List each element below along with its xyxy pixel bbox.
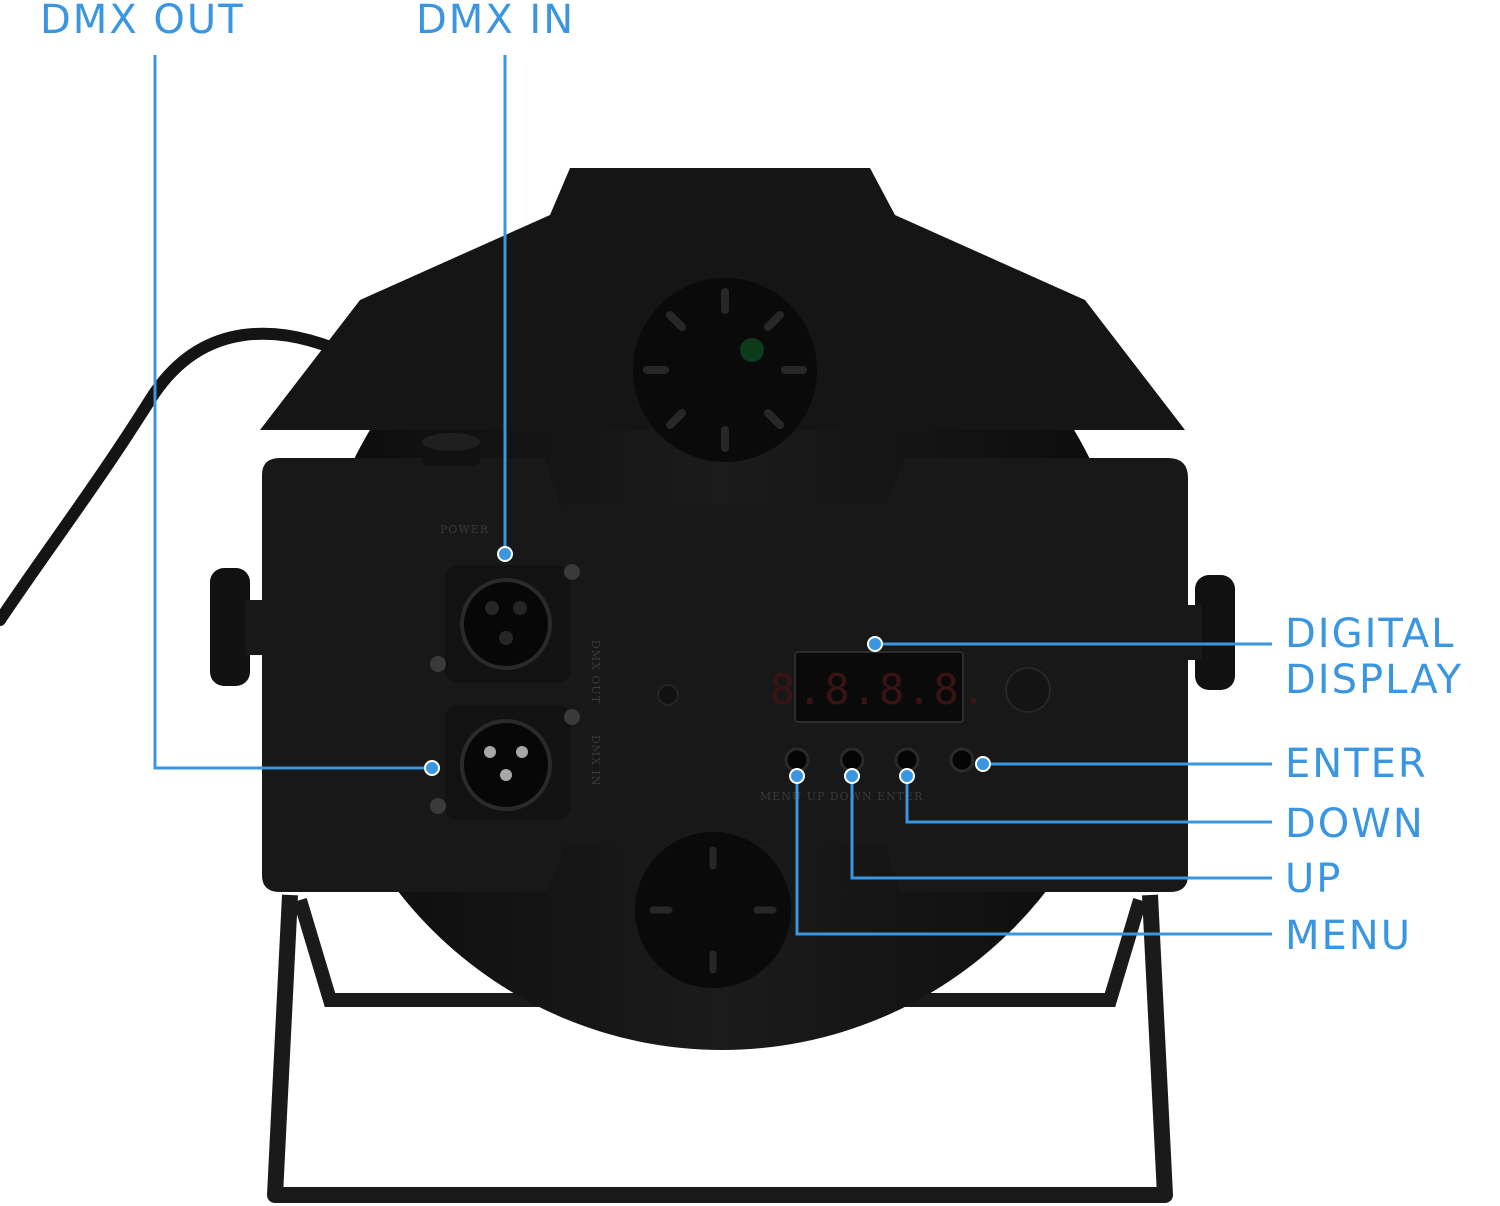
label-menu: MENU [1285, 913, 1412, 959]
enter-dot [975, 756, 991, 772]
label-dmx-out: DMX OUT [40, 0, 245, 43]
digital-display-dot [867, 636, 883, 652]
rear-control-panel [262, 458, 1188, 892]
indicator-led [657, 684, 679, 706]
dmx-out-port-label: DMX OUT [589, 640, 602, 704]
label-digital-display-line1: DIGITAL [1285, 611, 1456, 657]
down-dot [899, 768, 915, 784]
up-dot [844, 768, 860, 784]
label-digital-display-line2: DISPLAY [1285, 657, 1464, 703]
display-readout: 8.8.8.8. [770, 665, 988, 714]
up-leader [850, 776, 1272, 880]
dmx-out-leader [153, 55, 432, 770]
bottom-vent-grille [635, 832, 791, 988]
dmx-in-dot [497, 546, 513, 562]
dmx-out-dot [424, 760, 440, 776]
panel-button-enter[interactable] [949, 747, 975, 773]
menu-dot [789, 768, 805, 784]
top-vent-grille [633, 278, 817, 462]
xlr-female-connector-icon [430, 564, 580, 683]
left-tilt-knob [210, 568, 267, 686]
down-leader [905, 776, 1272, 824]
sound-sensor-icon [1005, 667, 1051, 713]
xlr-male-connector-icon [430, 705, 580, 820]
dmx-in-port-label: DMX IN [589, 735, 602, 786]
panel-button-down[interactable] [894, 747, 920, 773]
label-dmx-in: DMX IN [416, 0, 576, 43]
label-up: UP [1285, 856, 1343, 902]
power-cable-grommet [422, 433, 480, 466]
menu-leader [795, 776, 1272, 936]
callout-lines [153, 55, 1272, 936]
power-port-label: POWER [440, 523, 489, 536]
label-enter: ENTER [1285, 741, 1428, 787]
button-row-label: MENU UP DOWN ENTER [760, 790, 923, 803]
panel-button-menu[interactable] [784, 747, 810, 773]
callout-dots [424, 546, 991, 784]
label-down: DOWN [1285, 801, 1425, 847]
right-tilt-knob [1180, 575, 1235, 690]
digital-display: 8.8.8.8. [770, 651, 988, 723]
panel-button-up[interactable] [839, 747, 865, 773]
